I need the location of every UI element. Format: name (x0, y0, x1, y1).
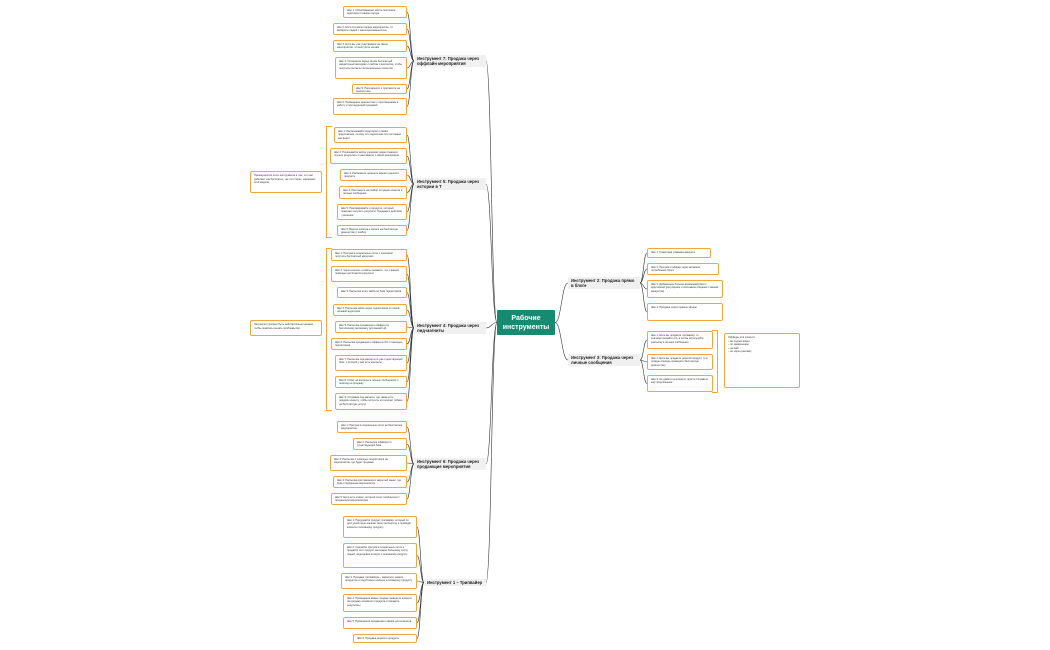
branch-6-title[interactable]: Инструмент 3: Продажа через личные сообщ… (568, 354, 640, 366)
branch-5-step-3[interactable]: Шаг 4: Продажа через прямые эфиры (647, 303, 723, 321)
branch-1-title[interactable]: Инструмент 5: Продажа через истории в Т (414, 178, 486, 190)
branch-1-step-4[interactable]: Шаг 5: Разговаривайте о продукте, которы… (337, 204, 407, 220)
branch-5-title[interactable]: Инструмент 2: Продажа прямо в блоге (568, 277, 640, 289)
branch-4-connector (485, 322, 498, 583)
branch-1-note[interactable]: Преимущество этого инструмента в том, чт… (250, 171, 322, 193)
branch-0-step-4[interactable]: Шаг 5: Перезвоните и пригласите на диагн… (352, 84, 407, 94)
branch-6-connector (554, 322, 569, 361)
branch-1-step-3[interactable]: Шаг 4: Пригласите на разбор ситуации кли… (339, 186, 407, 199)
branch-2-step-8-connector (406, 327, 415, 402)
branch-1-bracket (326, 126, 332, 238)
branch-4-step-2-connector (416, 580, 425, 583)
branch-6-note[interactable]: Офферы для клиента: – не подписчикам – п… (724, 333, 800, 388)
branch-2-step-2[interactable]: Шаг 3: Рассылка этого кейса по базе подп… (337, 287, 407, 298)
branch-2-step-4-connector (406, 326, 415, 329)
branch-1-step-5[interactable]: Шаг 6: Ведите клиента к записи на беспла… (337, 225, 407, 236)
branch-0-step-0-connector (406, 11, 415, 62)
branch-2-step-4[interactable]: Шаг 5: Рассылка продающего оффера по бес… (335, 321, 407, 333)
branch-1-step-0[interactable]: Шаг 1: Рассказывайте аудитории о своём п… (334, 127, 407, 143)
branch-0-title[interactable]: Инструмент 7: Продажа через оффлайн меро… (414, 55, 486, 67)
branch-4-step-5-connector (416, 582, 425, 639)
branch-4-step-5[interactable]: Шаг 6: Продажа дорогого продукта (353, 634, 417, 643)
branch-4-step-0[interactable]: Шаг 1: Придумайте продукт-трипвайер, кот… (343, 516, 417, 538)
branch-2-step-8[interactable]: Шаг 9: Отправка лид-магнита, где также е… (335, 393, 407, 410)
branch-5-step-1[interactable]: Шаг 2: Прогрев и оффер через активное по… (647, 263, 719, 275)
branch-3-step-2[interactable]: Шаг 3: Рассылка с помощью подписчиков на… (330, 455, 407, 471)
branch-2-connector (485, 322, 498, 329)
branch-6-bracket (712, 330, 718, 393)
branch-4-step-0-connector (416, 526, 425, 583)
branch-4-step-2[interactable]: Шаг 3: Продажа трипвайера – закрепите зн… (341, 573, 417, 589)
branch-4-title[interactable]: Инструмент 1 – Трипвайер (424, 579, 486, 586)
branch-0-step-3-connector (406, 60, 415, 69)
branch-3-connector (485, 322, 498, 465)
branch-6-step-2[interactable]: Шаг 3: Не давите на клиента, просто отпр… (647, 375, 713, 392)
branch-6-step-2-connector (639, 359, 648, 384)
branch-3-step-4-connector (406, 463, 415, 500)
branch-6-step-0-connector (639, 339, 648, 361)
branch-2-step-1-connector (406, 273, 415, 329)
branch-4-step-1[interactable]: Шаг 2: Сделайте прогрев в социальных сет… (343, 543, 417, 568)
branch-4-step-3[interactable]: Шаг 4: Проведение живых продаж: выведите… (343, 594, 417, 612)
branch-2-note[interactable]: Лид-магнит должен быть действительно цен… (250, 320, 322, 336)
branch-3-step-4[interactable]: Шаг 5: Если есть клиент, который хочет п… (331, 493, 407, 505)
branch-1-step-1[interactable]: Шаг 2: Показывайте кейсы учеников: какие… (330, 148, 407, 164)
branch-2-step-1[interactable]: Шаг 2: Через контент и кейсы покажите, ч… (331, 266, 407, 282)
branch-5-step-0-connector (639, 252, 648, 284)
branch-5-step-3-connector (639, 282, 648, 313)
branch-2-step-3-connector (406, 309, 415, 329)
branch-1-connector (485, 183, 498, 323)
branch-0-step-0[interactable]: Шаг 1: Облюбованные места скопления ауди… (343, 6, 407, 18)
branch-2-step-6[interactable]: Шаг 7: Рассылка лид-магнита по уже сущес… (335, 355, 407, 371)
branch-4-step-4[interactable]: Шаг 5: Проведение продающего эфира для к… (343, 617, 417, 629)
branch-3-step-0[interactable]: Шаг 1: Прогрев в социальных сетях на бес… (337, 421, 407, 433)
branch-5-step-0[interactable]: Шаг 1: Грамотная упаковка аккаунта (647, 248, 711, 258)
branch-5-connector (554, 282, 569, 323)
branch-3-step-2-connector (406, 462, 415, 465)
branch-3-step-3[interactable]: Шаг 4: Рассылка приглашения в закрытый к… (333, 476, 407, 488)
central-topic[interactable]: Рабочие инструменты (497, 310, 555, 335)
branch-0-step-1-connector (406, 28, 415, 62)
branch-3-step-1-connector (406, 443, 415, 465)
branch-3-step-0-connector (406, 426, 415, 465)
branch-2-step-5[interactable]: Шаг 6: Рассылка продающего оффера в ЛС с… (331, 338, 407, 350)
branch-1-step-5-connector (406, 183, 415, 231)
branch-1-step-3-connector (406, 183, 415, 193)
branch-6-step-1-connector (639, 359, 648, 363)
branch-6-step-1[interactable]: Шаг 2: Если вы продаёте дорогой продукт,… (647, 354, 713, 370)
branch-2-step-7[interactable]: Шаг 8: Ответ на вопросы в личных сообщен… (335, 376, 407, 388)
branch-0-step-5-connector (406, 60, 415, 107)
branch-0-step-2-connector (406, 45, 415, 62)
branch-1-step-0-connector (406, 134, 415, 185)
branch-6-step-0[interactable]: Шаг 1: Если вы продаёте трипвайер, то сн… (647, 331, 713, 349)
branch-2-title[interactable]: Инструмент 4: Продажа через лид-магниты (414, 322, 486, 334)
branch-1-step-1-connector (406, 155, 415, 185)
branch-2-step-3[interactable]: Шаг 4: Рассылка кейса через подписчиков … (333, 304, 407, 316)
branch-1-step-2[interactable]: Шаг 3: Расскажите ценность вашего дорого… (340, 169, 407, 181)
branch-2-step-2-connector (406, 292, 415, 329)
branch-5-step-1-connector (639, 268, 648, 284)
branch-2-step-0-connector (406, 254, 415, 329)
branch-4-step-1-connector (416, 555, 425, 583)
branch-2-step-0[interactable]: Шаг 1: Прогрев в социальных сетях с приз… (331, 249, 407, 261)
branch-5-step-2[interactable]: Шаг 3: Добавление больше взаимодействия … (647, 280, 723, 298)
branch-0-step-1[interactable]: Шаг 2: Если это ваше первое мероприятие,… (333, 23, 407, 35)
branch-0-step-3[interactable]: Шаг 4: Установите перед залом бесплатный… (335, 57, 407, 79)
branch-0-step-5[interactable]: Шаг 6: Проведение диагностики с приглаше… (333, 98, 407, 115)
branch-4-step-4-connector (416, 582, 425, 624)
branch-3-title[interactable]: Инструмент 6: Продажа через продающие ме… (414, 458, 486, 470)
branch-0-step-2[interactable]: Шаг 3: Если вы уже участвовали на таком … (333, 40, 407, 52)
branch-1-step-2-connector (406, 174, 415, 185)
branch-3-step-1[interactable]: Шаг 2: Рассылка оффера по существующей б… (353, 438, 407, 450)
branch-2-bracket (326, 248, 332, 411)
branch-0-connector (485, 60, 498, 323)
branch-5-step-2-connector (639, 282, 648, 290)
